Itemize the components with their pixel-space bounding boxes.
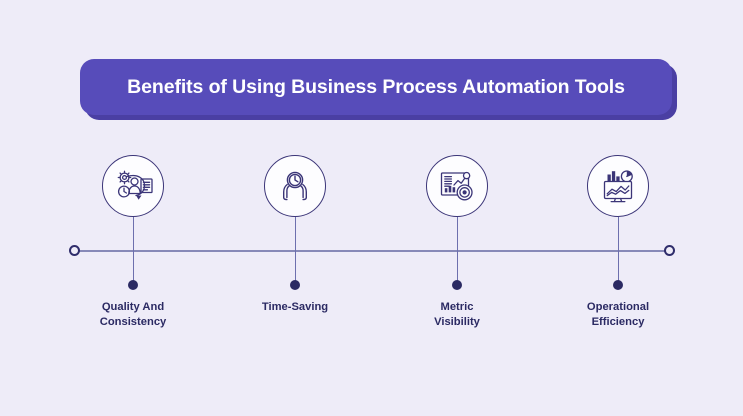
timeline-stem — [456, 217, 459, 285]
timeline-stem — [132, 217, 135, 285]
timeline-node-dot — [290, 280, 300, 290]
timeline-node-dot — [452, 280, 462, 290]
timeline-item-label: Quality And Consistency — [53, 300, 213, 330]
hands-holding-clock-icon — [264, 155, 326, 217]
timeline-stem — [294, 217, 297, 285]
timeline-end-marker-icon — [664, 245, 675, 256]
timeline-start-marker-icon — [69, 245, 80, 256]
chart-report-target-icon — [426, 155, 488, 217]
monitor-analytics-dashboard-icon — [587, 155, 649, 217]
timeline-axis — [78, 250, 672, 252]
timeline-item-label-line2: Consistency — [99, 316, 167, 328]
title-banner: Benefits of Using Business Process Autom… — [80, 59, 677, 120]
gear-person-document-clock-icon — [102, 155, 164, 217]
timeline-item-label: Operational Efficiency — [538, 300, 698, 330]
page-title: Benefits of Using Business Process Autom… — [127, 75, 625, 98]
timeline-item-label: Metric Visibility — [377, 300, 537, 330]
title-banner-body: Benefits of Using Business Process Autom… — [80, 59, 672, 115]
timeline-item-label-line2: Efficiency — [591, 316, 645, 328]
timeline-stem — [617, 217, 620, 285]
timeline-item-label-line1: Quality And — [101, 301, 165, 313]
timeline-item-label-line1: Time-Saving — [261, 301, 329, 313]
timeline-node-dot — [613, 280, 623, 290]
timeline-item-label-line2: Visibility — [434, 316, 480, 328]
timeline-node-dot — [128, 280, 138, 290]
timeline-item-label-line1: Metric — [440, 301, 474, 313]
timeline-item-label: Time-Saving — [215, 300, 375, 315]
timeline-item-label-line1: Operational — [586, 301, 650, 313]
